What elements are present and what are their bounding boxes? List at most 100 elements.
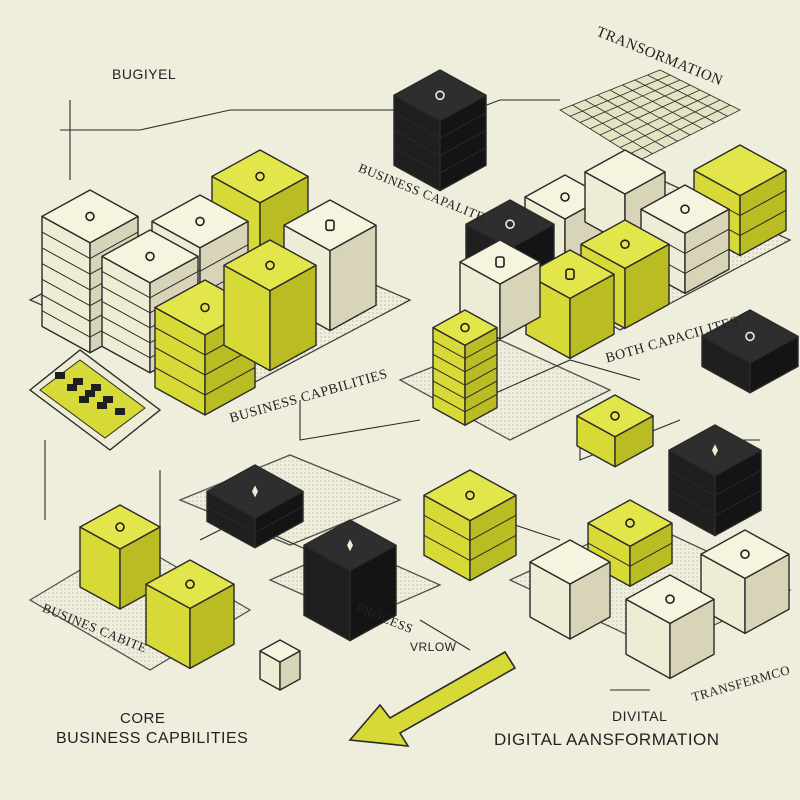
label-bugiyel: BUGIYEL	[112, 66, 177, 82]
cube-top-face	[423, 469, 517, 522]
cube-top-face	[259, 639, 301, 663]
calculator-key	[67, 384, 77, 391]
circle-icon	[505, 219, 515, 229]
cube-small	[259, 639, 301, 691]
stack-layer-line	[393, 129, 487, 157]
connector-line	[299, 400, 421, 441]
spark-icon	[712, 444, 718, 457]
grid-line	[619, 99, 721, 148]
cube-top-face	[625, 574, 715, 625]
circle-icon	[145, 251, 155, 262]
stack-layer-line	[101, 270, 199, 299]
stack-layer-line	[432, 367, 498, 386]
stack-mid	[423, 469, 517, 582]
circle-icon	[115, 522, 125, 532]
cube-bottom-right-b	[529, 539, 611, 640]
stack-layer-line	[393, 112, 487, 139]
circle-icon	[460, 322, 470, 333]
padlock-icon	[495, 256, 505, 268]
circle-icon	[745, 331, 755, 342]
padlock-icon	[565, 268, 575, 281]
cube-tr-i	[701, 309, 799, 394]
connector-line	[60, 109, 400, 131]
circle-icon	[200, 302, 210, 313]
cube-bottom-left-b	[145, 559, 235, 670]
circle-icon	[740, 549, 750, 560]
label-digital-aansformation: DIGITAL AANSFORMATION	[494, 730, 720, 749]
cube-bottom-right-a	[587, 499, 673, 587]
circle-icon	[625, 518, 635, 528]
cube-top-face	[459, 239, 541, 285]
stack-layer-line	[423, 514, 517, 542]
cube-top-face	[283, 199, 377, 252]
circle-icon	[435, 90, 445, 101]
label-vrlow: VRLOW	[410, 640, 457, 654]
cube-top-face	[79, 504, 161, 550]
calculator-key	[115, 408, 125, 415]
label-core: CORE	[120, 710, 166, 727]
cube-top-face	[580, 219, 670, 270]
cube-top-face	[41, 189, 139, 244]
cube-top-face	[584, 149, 666, 195]
stack-layer-line	[432, 380, 498, 400]
cube-top-face	[587, 499, 673, 547]
grid-line	[609, 94, 711, 142]
cube-top-face	[576, 394, 654, 438]
connector-line	[479, 359, 641, 401]
circle-icon	[560, 192, 570, 202]
stack-center	[432, 309, 498, 426]
cube-top-face	[211, 149, 309, 204]
circle-icon	[665, 594, 675, 605]
circle-icon	[185, 579, 195, 590]
cube-process	[303, 519, 397, 642]
calculator-key	[103, 396, 113, 403]
circle-icon	[195, 216, 205, 227]
grid-line	[647, 74, 728, 117]
circle-icon	[620, 239, 630, 249]
cube-top-face	[151, 194, 249, 249]
label-divital: DIVITAL	[612, 708, 668, 724]
stack-layer-line	[393, 147, 487, 174]
cube-top-face	[529, 539, 611, 585]
stack-layer-line	[432, 393, 498, 413]
grid-line	[599, 89, 701, 136]
circle-icon	[85, 211, 95, 222]
cube-mid-dark	[206, 464, 304, 549]
flow-arrow	[348, 650, 517, 747]
cube-top-face	[393, 69, 487, 122]
cube-top-face	[432, 309, 498, 346]
stack-layer-line	[206, 505, 304, 534]
circle-icon	[610, 411, 620, 421]
circle-icon	[255, 171, 265, 182]
circle-icon	[465, 490, 475, 501]
cube-top-face	[640, 184, 730, 235]
stack-layer-line	[432, 340, 498, 360]
spark-icon	[252, 485, 258, 498]
cube-top-face	[223, 239, 317, 292]
cube-top-face	[701, 309, 799, 364]
grid-line	[622, 84, 703, 130]
grid-line	[634, 79, 716, 123]
connector-line	[419, 619, 471, 651]
stack-top-center	[393, 69, 487, 192]
stack-right-dark	[668, 424, 762, 537]
transformation-grid	[559, 69, 741, 161]
cube-top-left-g	[223, 239, 317, 372]
stack-layer-line	[587, 542, 673, 567]
label-core-business-capbilities: BUSINESS CAPBILITIES	[56, 730, 249, 747]
arrow-icon	[348, 650, 517, 747]
stack-layer-line	[423, 534, 517, 562]
padlock-icon	[325, 219, 335, 232]
stack-layer-line	[41, 231, 139, 260]
calculator-key	[85, 390, 95, 397]
stack-layer-line	[668, 469, 762, 497]
calculator-key	[55, 372, 65, 379]
cube-bottom-right-d	[625, 574, 715, 680]
circle-icon	[265, 260, 275, 271]
cube-top-face	[693, 144, 787, 197]
calculator-icon	[28, 349, 162, 451]
calculator-key	[79, 396, 89, 403]
cubes-layer	[41, 69, 799, 691]
